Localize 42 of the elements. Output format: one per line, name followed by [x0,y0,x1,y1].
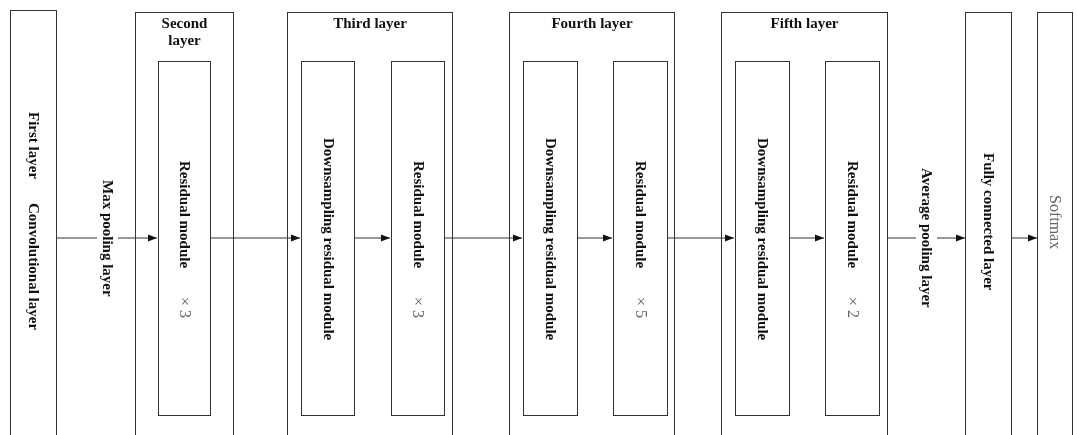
node-label: Downsampling residual module [755,138,770,341]
arrow [209,234,301,242]
layer-box [1037,12,1073,435]
edge-label: Max pooling layer [96,177,118,299]
layer-box [965,12,1012,435]
node-label: Residual module [177,161,192,269]
arrow [1011,234,1038,242]
module-box [391,61,445,416]
layer-box [287,12,453,435]
layer-title: Third layer [333,15,407,32]
arrow [666,234,735,242]
module-box [735,61,790,416]
module-box [825,61,880,416]
arrow [788,234,825,242]
node-label: Residual module [845,161,860,269]
node-label: Fully connected layer [981,153,996,291]
node-label: Convolutional layer [26,203,41,331]
repeat-count: ×3 [410,292,426,318]
node-label: Softmax [1047,194,1063,250]
node-label: Residual module [410,161,426,269]
edge-label: Average pooling layer [916,166,937,310]
layer-title: Second layer [160,15,209,49]
arrow [353,234,391,242]
module-box [301,61,355,416]
layer-box [135,12,234,435]
layer-title: Fourth layer [551,15,633,32]
module-box [523,61,578,416]
layer-box [10,10,57,435]
node-label: Residual module [633,161,648,269]
module-box [158,61,211,416]
node-label: Downsampling residual module [543,138,558,341]
node-label: First layer [26,111,41,179]
module-box [613,61,668,416]
arrow [576,234,613,242]
layer-box [721,12,888,435]
repeat-count: ×2 [844,292,861,318]
layer-title: Fifth layer [770,15,839,32]
layer-box [509,12,675,435]
repeat-count: ×3 [176,292,193,318]
arrow [443,234,523,242]
repeat-count: ×5 [632,292,649,318]
node-label: Downsampling residual module [320,138,336,341]
